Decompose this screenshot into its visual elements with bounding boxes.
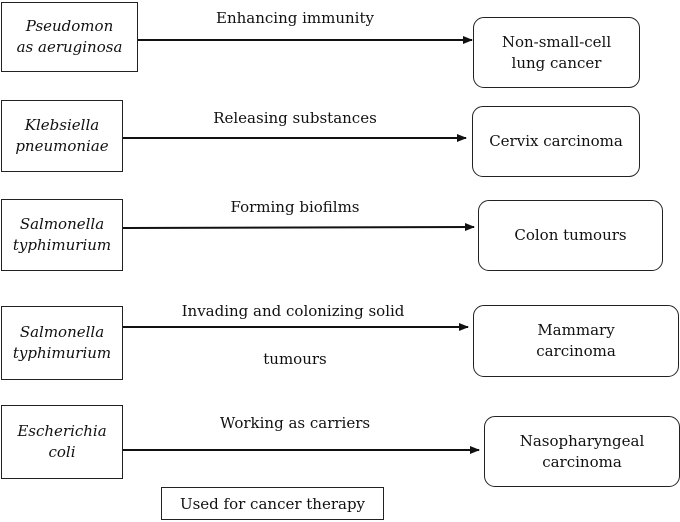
arrow-row-3 <box>122 223 475 232</box>
bacterium-box-4: Salmonella typhimurium <box>1 306 123 380</box>
bacterium-box-1: Pseudomon as aeruginosa <box>1 2 138 72</box>
cancer-box-1: Non-small-cell lung cancer <box>473 17 640 88</box>
bacterium-4-line-1: Salmonella <box>19 323 105 341</box>
bacterium-2-line-1: Klebsiella <box>24 116 100 134</box>
caption-text: Used for cancer therapy <box>179 494 366 513</box>
bacterium-5-line-2: coli <box>48 443 76 461</box>
bacterium-4-line-2: typhimurium <box>12 344 112 362</box>
mechanism-label-1: Enhancing immunity <box>216 9 374 27</box>
cancer-box-2: Cervix carcinoma <box>472 106 640 177</box>
cancer-1-line-2: lung cancer <box>511 53 602 72</box>
cancer-5-line-1: Nasopharyngeal <box>519 431 645 450</box>
cancer-box-3: Colon tumours <box>478 200 663 271</box>
mechanism-label-3: Forming biofilms <box>230 198 360 216</box>
bacterium-5-line-1: Escherichia <box>17 422 107 440</box>
bacterium-box-3: Salmonella typhimurium <box>1 199 123 271</box>
mechanism-label-5: Working as carriers <box>219 414 371 432</box>
mechanism-label-4-line-2: tumours <box>263 350 327 368</box>
cancer-box-5: Nasopharyngeal carcinoma <box>484 416 680 487</box>
cancer-3-line-1: Colon tumours <box>514 226 627 244</box>
bacterium-3-line-2: typhimurium <box>12 236 112 254</box>
mechanism-label-4-line-1: Invading and colonizing solid <box>181 302 405 320</box>
cancer-box-4: Mammary carcinoma <box>473 305 679 377</box>
cancer-1-line-1: Non-small-cell <box>501 32 612 51</box>
bacterium-1-line-2: as aeruginosa <box>16 38 123 56</box>
bacterium-1-line-1: Pseudomon <box>25 17 114 35</box>
bacterium-3-line-1: Salmonella <box>19 215 105 233</box>
cancer-5-line-2: carcinoma <box>542 452 622 471</box>
cancer-4-line-2: carcinoma <box>536 342 616 360</box>
cancer-2-line-1: Cervix carcinoma <box>489 132 623 150</box>
caption-box: Used for cancer therapy <box>161 487 384 520</box>
cancer-4-line-1: Mammary <box>537 321 615 339</box>
bacterium-box-5: Escherichia coli <box>1 405 123 479</box>
bacterium-2-line-2: pneumoniae <box>15 137 109 155</box>
bacterium-box-2: Klebsiella pneumoniae <box>1 100 123 172</box>
mechanism-label-2: Releasing substances <box>213 109 377 127</box>
